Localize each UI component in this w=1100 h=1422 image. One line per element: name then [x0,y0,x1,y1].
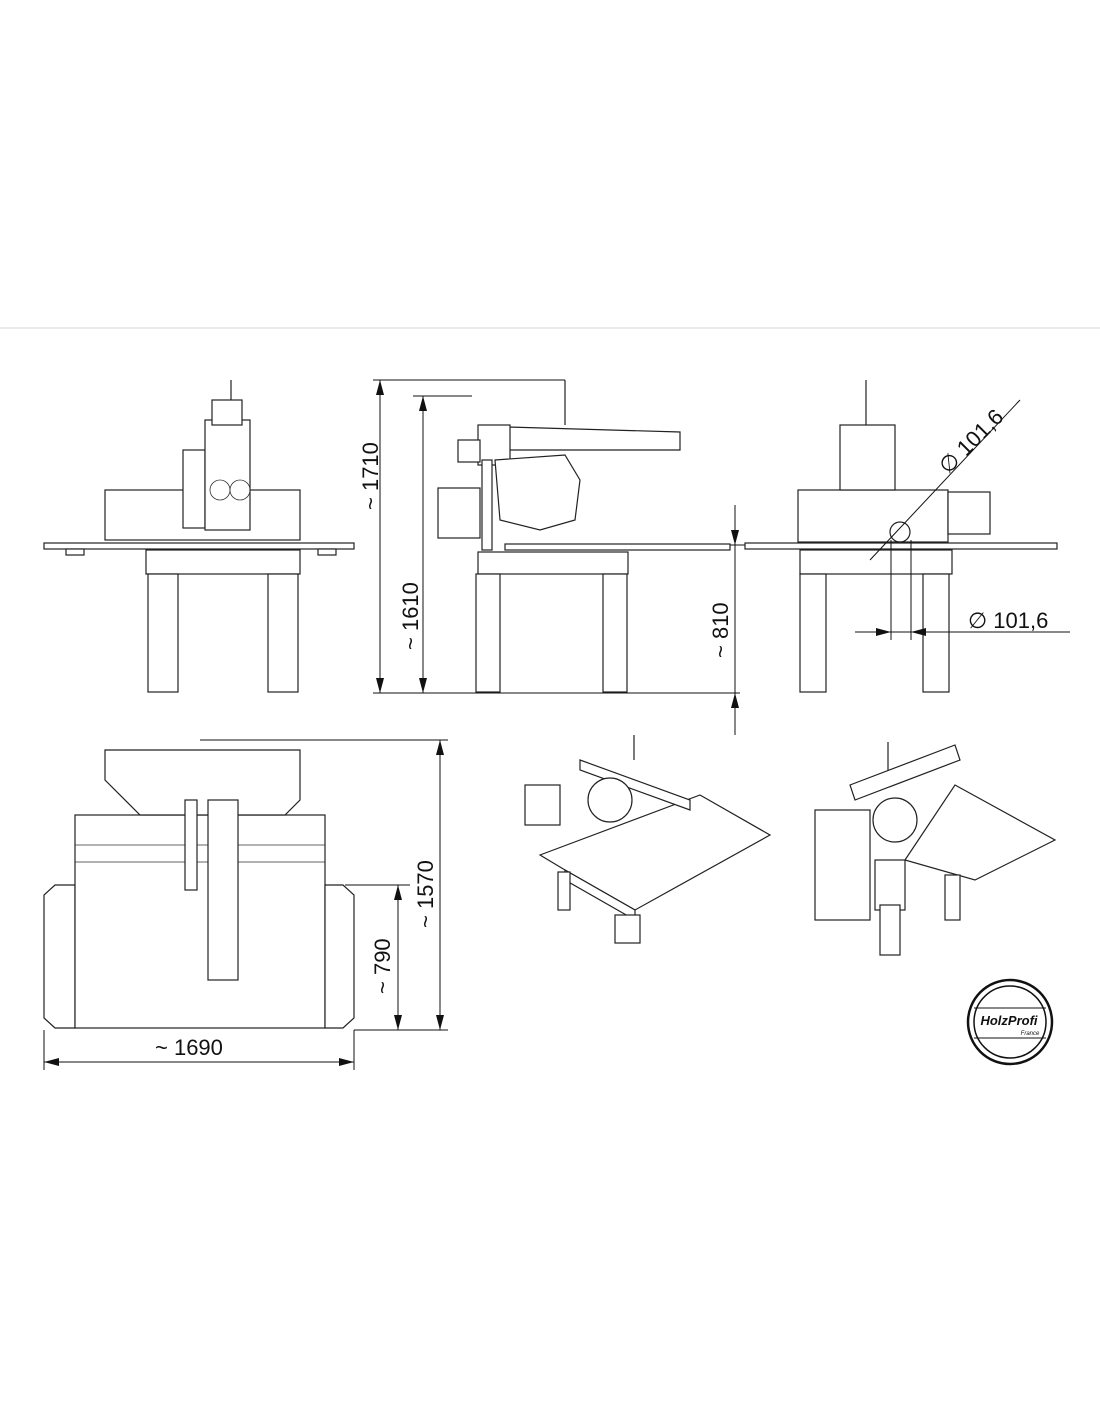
svg-text:France: France [1021,1031,1040,1037]
dim-total-height: ~ 1710 [358,442,383,510]
isometric-view-left [524,735,772,944]
rear-view [744,380,1070,693]
dim-depth: ~ 1570 [413,860,438,928]
dim-table-depth: ~ 790 [370,938,395,994]
dim-table-height: ~ 810 [708,602,733,658]
plan-view [43,739,448,1070]
dim-diameter-side: ∅ 101,6 [968,608,1048,633]
front-view [43,380,355,693]
side-view [373,379,745,735]
isometric-view-right [814,742,1057,956]
holzprofi-logo: HolzProfi France [966,978,1054,1066]
svg-text:HolzProfi: HolzProfi [980,1013,1037,1028]
dim-diameter-top: ∅ 101,6 [934,404,1008,478]
dim-arm-height: ~ 1610 [398,582,423,650]
dim-width: ~ 1690 [155,1035,223,1060]
